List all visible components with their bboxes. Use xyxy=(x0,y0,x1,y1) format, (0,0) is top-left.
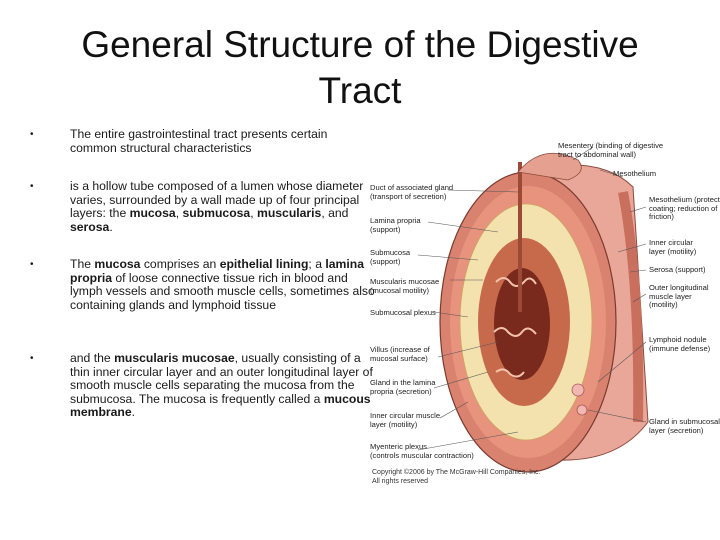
bold-term: mucosa xyxy=(129,206,176,221)
bullet-text: is a hollow tube composed of a lumen who… xyxy=(70,179,375,234)
bold-term: serosa xyxy=(70,219,110,234)
label-submucosa: Submucosa(support) xyxy=(370,248,411,266)
bullet-text: The mucosa comprises an epithelial linin… xyxy=(70,257,375,312)
text-run: , and xyxy=(321,206,349,221)
text-run: ; a xyxy=(308,257,326,271)
bold-term: muscularis xyxy=(256,206,322,221)
slide-title: General Structure of the Digestive Tract xyxy=(81,24,639,111)
label-myenteric-plexus: Myenteric plexus(controls muscular contr… xyxy=(370,442,474,460)
label-muscularis-mucosae: Muscularis mucosae(mucosal motility) xyxy=(370,277,440,295)
bullet-marker: • xyxy=(30,259,34,270)
label-mesothelium: Mesothelium xyxy=(613,169,657,178)
text-run: is a hollow tube composed of a lumen who… xyxy=(70,179,364,221)
bold-term: mucous membrane xyxy=(70,391,371,420)
bullet-marker: • xyxy=(30,353,34,364)
villi xyxy=(493,277,537,378)
bold-term: mucosa xyxy=(94,257,141,271)
label-lymphoid-nodule: Lymphoid nodule(immune defense) xyxy=(649,335,711,353)
label-mesothelium-protective: Mesothelium (protectivecoating; reductio… xyxy=(649,195,720,222)
bold-term: lamina propria xyxy=(70,257,364,285)
bold-term: submucosa xyxy=(182,206,251,221)
text-run: comprises an xyxy=(140,257,220,271)
text-run: , xyxy=(175,206,183,221)
leader-lines xyxy=(417,146,647,451)
label-duct: Duct of associated gland(transport of se… xyxy=(370,183,454,201)
bullet-marker: • xyxy=(30,129,34,140)
text-run: and the xyxy=(70,351,115,365)
bullet-marker: • xyxy=(30,181,34,192)
lymphoid-nodule xyxy=(571,383,585,397)
text-run: . xyxy=(109,219,113,234)
outer-muscle-band xyxy=(618,191,644,423)
text-run: , usually consisting of a thin inner cir… xyxy=(70,351,373,406)
bullet-text: and the muscularis mucosae, usually cons… xyxy=(70,351,375,420)
copyright-notice: Copyright ©2006 by The McGraw-Hill Compa… xyxy=(372,469,541,485)
label-lamina-propria: Lamina propria(support) xyxy=(370,216,421,234)
text-run: of loose connective tissue rich in blood… xyxy=(70,270,375,312)
bold-term: muscularis mucosae xyxy=(114,351,235,365)
lymphoid-nodule xyxy=(576,404,588,416)
label-serosa: Serosa (support) xyxy=(649,265,706,274)
digestive-tract-illustration xyxy=(417,146,649,473)
label-submucosal-plexus: Submucosal plexus xyxy=(370,308,436,317)
mesentery xyxy=(517,152,582,181)
gland-duct xyxy=(518,162,522,312)
text-run: The entire gastrointestinal tract presen… xyxy=(70,127,328,155)
text-run: The xyxy=(70,257,95,271)
bold-term: epithelial lining xyxy=(219,257,309,271)
bullet-text: The entire gastrointestinal tract presen… xyxy=(70,127,375,155)
text-run: . xyxy=(131,405,136,420)
text-run: , xyxy=(250,206,257,221)
lumen xyxy=(494,268,550,380)
